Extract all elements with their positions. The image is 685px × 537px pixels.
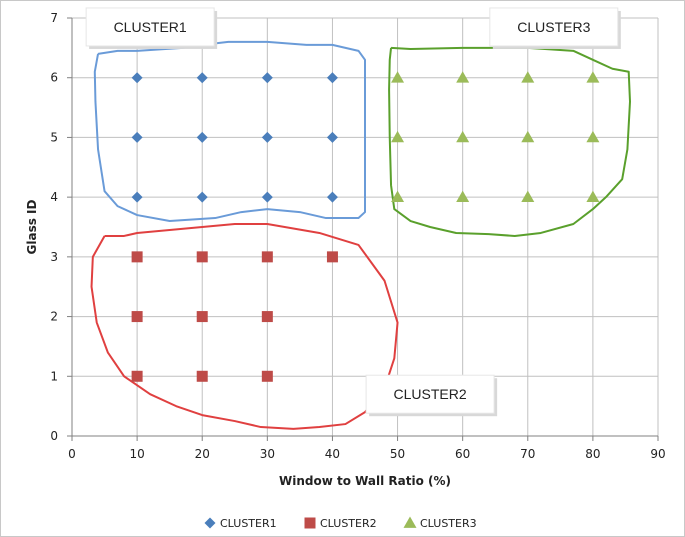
cluster1-point — [131, 191, 143, 203]
annotation-label: CLUSTER3 — [517, 19, 590, 35]
legend-marker — [304, 517, 316, 529]
cluster1-point — [131, 72, 143, 84]
cluster3-outline — [388, 46, 632, 237]
cluster3-point — [521, 130, 535, 143]
cluster3-point — [391, 71, 405, 83]
cluster2-outline — [90, 223, 399, 430]
cluster3-point — [521, 190, 535, 203]
cluster1-point — [261, 131, 273, 143]
cluster2-point — [261, 251, 273, 263]
annotation-label: CLUSTER1 — [114, 19, 187, 35]
x-tick-label: 50 — [390, 447, 405, 461]
cluster1-point — [261, 72, 273, 84]
y-tick-label: 0 — [50, 429, 58, 443]
legend-label: CLUSTER1 — [220, 517, 277, 530]
cluster3-point — [391, 190, 405, 203]
x-tick-label: 90 — [650, 447, 665, 461]
x-tick-label: 60 — [455, 447, 470, 461]
cluster2-point — [196, 251, 208, 263]
cluster3-point — [521, 71, 535, 83]
cluster1-point — [326, 72, 338, 84]
y-tick-label: 6 — [50, 71, 58, 85]
annotation-box — [85, 7, 215, 47]
cluster2-point — [261, 311, 273, 323]
cluster-annotation: CLUSTER2 — [365, 374, 498, 417]
y-tick-label: 4 — [50, 190, 58, 204]
y-tick-label: 7 — [50, 11, 58, 25]
cluster-annotation: CLUSTER1 — [85, 7, 218, 49]
cluster3-point — [586, 71, 600, 83]
x-tick-label: 30 — [260, 447, 275, 461]
x-tick-label: 70 — [520, 447, 535, 461]
x-tick-label: 80 — [585, 447, 600, 461]
y-tick-label: 2 — [50, 310, 58, 324]
legend-item-cluster3: CLUSTER3 — [403, 516, 477, 530]
x-axis-title: Window to Wall Ratio (%) — [279, 474, 451, 488]
cluster1-point — [131, 131, 143, 143]
cluster3-point — [586, 130, 600, 143]
cluster2-point — [196, 311, 208, 323]
axes: 0 10 20 30 40 50 60 70 80 90 0 1 2 3 4 5 6 7 — [50, 11, 665, 461]
cluster2-point — [326, 251, 338, 263]
cluster1-point — [196, 191, 208, 203]
x-tick-label: 0 — [68, 447, 76, 461]
cluster1-point — [196, 131, 208, 143]
cluster-annotation: CLUSTER3 — [489, 7, 621, 49]
cluster3-point — [456, 71, 470, 83]
cluster3-point — [391, 130, 405, 143]
y-tick-label: 3 — [50, 250, 58, 264]
cluster2-point — [131, 311, 143, 323]
cluster1-point — [196, 72, 208, 84]
y-tick-label: 5 — [50, 130, 58, 144]
legend-marker — [204, 517, 216, 529]
cluster2-point — [131, 370, 143, 382]
cluster3-point — [456, 190, 470, 203]
cluster2-point — [196, 370, 208, 382]
cluster2-point — [131, 251, 143, 263]
legend-marker — [403, 516, 417, 528]
x-tick-label: 40 — [325, 447, 340, 461]
x-tick-label: 10 — [129, 447, 144, 461]
cluster1-point — [326, 191, 338, 203]
cluster3-point — [456, 130, 470, 143]
annotation-box — [365, 374, 495, 414]
cluster1-point — [261, 191, 273, 203]
x-tick-label: 20 — [195, 447, 210, 461]
y-axis-title: Glass ID — [25, 199, 39, 254]
data-points — [131, 71, 600, 382]
annotation-box — [489, 7, 619, 47]
cluster2-point — [261, 370, 273, 382]
annotation-label: CLUSTER2 — [394, 386, 467, 402]
legend-label: CLUSTER3 — [420, 517, 477, 530]
legend-item-cluster2: CLUSTER2 — [304, 517, 377, 530]
cluster3-point — [586, 190, 600, 203]
legend-item-cluster1: CLUSTER1 — [204, 517, 277, 530]
cluster1-point — [326, 131, 338, 143]
legend-label: CLUSTER2 — [320, 517, 377, 530]
y-tick-label: 1 — [50, 369, 58, 383]
legend: CLUSTER1 CLUSTER2 CLUSTER3 — [204, 516, 477, 530]
